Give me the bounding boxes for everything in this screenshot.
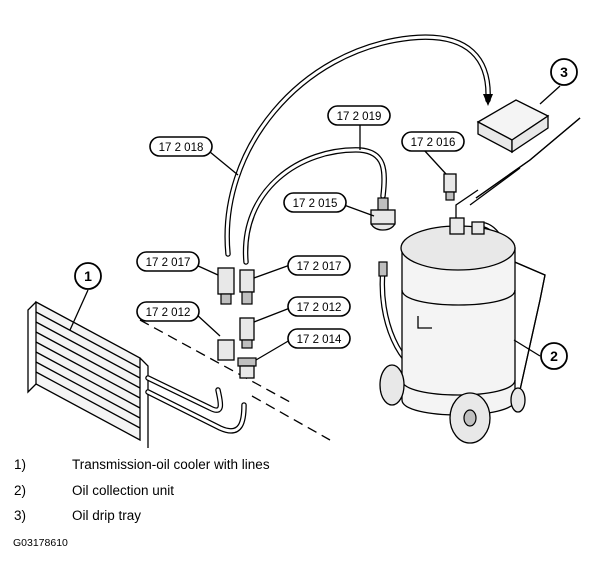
legend-number: 3) [14,508,27,523]
tool-tag-17-2-017-right: 17 2 017 [287,255,351,276]
tool-tag-17-2-012-left: 17 2 012 [136,301,200,322]
oil-drip-tray [476,99,550,154]
callout-1: 1 [74,262,102,290]
svg-text:17 2 018: 17 2 018 [159,142,204,154]
svg-text:1: 1 [84,268,92,284]
tool-tag-17-2-015: 17 2 015 [283,192,347,213]
adapter-012-right [239,317,255,349]
leader-lines [69,85,561,361]
tool-tag-17-2-018: 17 2 018 [149,136,213,157]
svg-text:17 2 017: 17 2 017 [297,261,342,273]
tool-tag-17-2-016: 17 2 016 [401,131,465,152]
svg-text:17 2 012: 17 2 012 [146,307,191,319]
figure-id: G03178610 [13,537,68,549]
legend-item: 3) Oil drip tray [14,508,270,534]
tool-tag-17-2-014: 17 2 014 [287,328,351,349]
adapter-012-left [217,339,235,361]
svg-text:17 2 015: 17 2 015 [293,198,338,210]
callout-2: 2 [540,342,568,370]
legend-text: Oil collection unit [72,482,175,498]
adapter-017-right [239,269,255,305]
tool-tag-17-2-012-right: 17 2 012 [287,296,351,317]
svg-text:17 2 016: 17 2 016 [411,137,456,149]
svg-text:3: 3 [560,64,568,80]
svg-text:17 2 017: 17 2 017 [146,257,191,269]
svg-text:2: 2 [550,348,558,364]
adapter-015 [370,197,396,277]
callout-3: 3 [550,58,578,86]
transmission-oil-cooler [27,300,331,448]
legend-text: Transmission-oil cooler with lines [72,457,270,472]
svg-text:17 2 019: 17 2 019 [337,111,382,123]
tool-tag-17-2-019: 17 2 019 [327,105,391,126]
svg-text:17 2 014: 17 2 014 [297,334,342,346]
adapter-017-left [217,267,235,305]
long-drain-hose [224,34,493,257]
legend-item: 1) Transmission-oil cooler with lines [14,457,270,483]
legend-text: Oil drip tray [72,508,142,523]
oil-collection-unit [379,117,581,444]
adapter-016 [443,173,457,201]
legend-number: 1) [14,457,27,472]
svg-text:17 2 012: 17 2 012 [297,302,342,314]
service-diagram: 1 2 3 17 2 018 17 2 019 17 2 016 17 2 01… [27,34,581,448]
legend-item: 2) Oil collection unit [14,483,270,509]
legend: 1) Transmission-oil cooler with lines 2) O… [14,457,270,534]
adapter-hose [242,147,387,265]
adapter-014 [237,357,257,379]
tool-tag-17-2-017-left: 17 2 017 [136,251,200,272]
legend-number: 2) [14,482,27,498]
